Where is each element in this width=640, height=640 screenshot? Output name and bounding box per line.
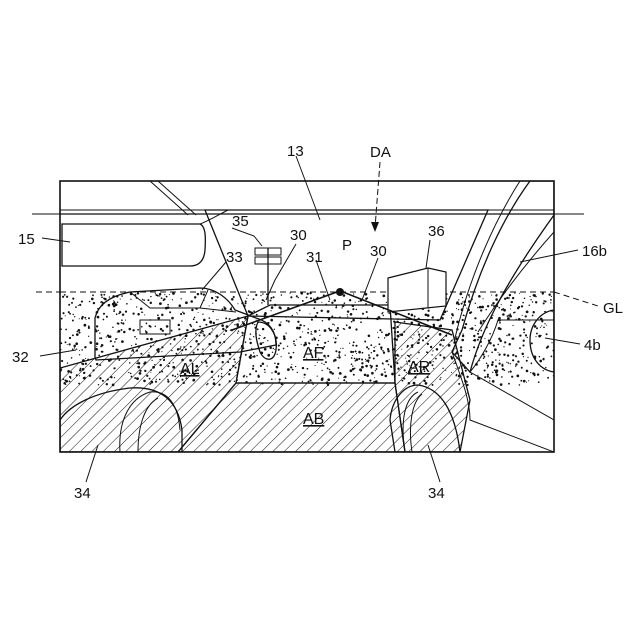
label-31: 31	[306, 249, 323, 266]
label-da: DA	[370, 144, 391, 161]
label-4b: 4b	[584, 337, 601, 354]
label-gl: GL	[603, 300, 623, 317]
label-15: 15	[18, 231, 35, 248]
label-33: 33	[226, 249, 243, 266]
region-al-label: AL	[180, 361, 200, 378]
label-16b: 16b	[582, 243, 607, 260]
label-13: 13	[287, 143, 304, 160]
label-p: P	[342, 237, 352, 254]
label-34-right: 34	[428, 485, 445, 502]
label-36: 36	[428, 223, 445, 240]
region-af-label: AF	[303, 345, 324, 362]
point-p	[336, 288, 344, 296]
label-35: 35	[232, 213, 249, 230]
label-32: 32	[12, 349, 29, 366]
label-34-left: 34	[74, 485, 91, 502]
label-30-left: 30	[290, 227, 307, 244]
region-ab-label: AB	[303, 411, 324, 428]
label-30-right: 30	[370, 243, 387, 260]
region-ar-label: AR	[408, 359, 430, 376]
